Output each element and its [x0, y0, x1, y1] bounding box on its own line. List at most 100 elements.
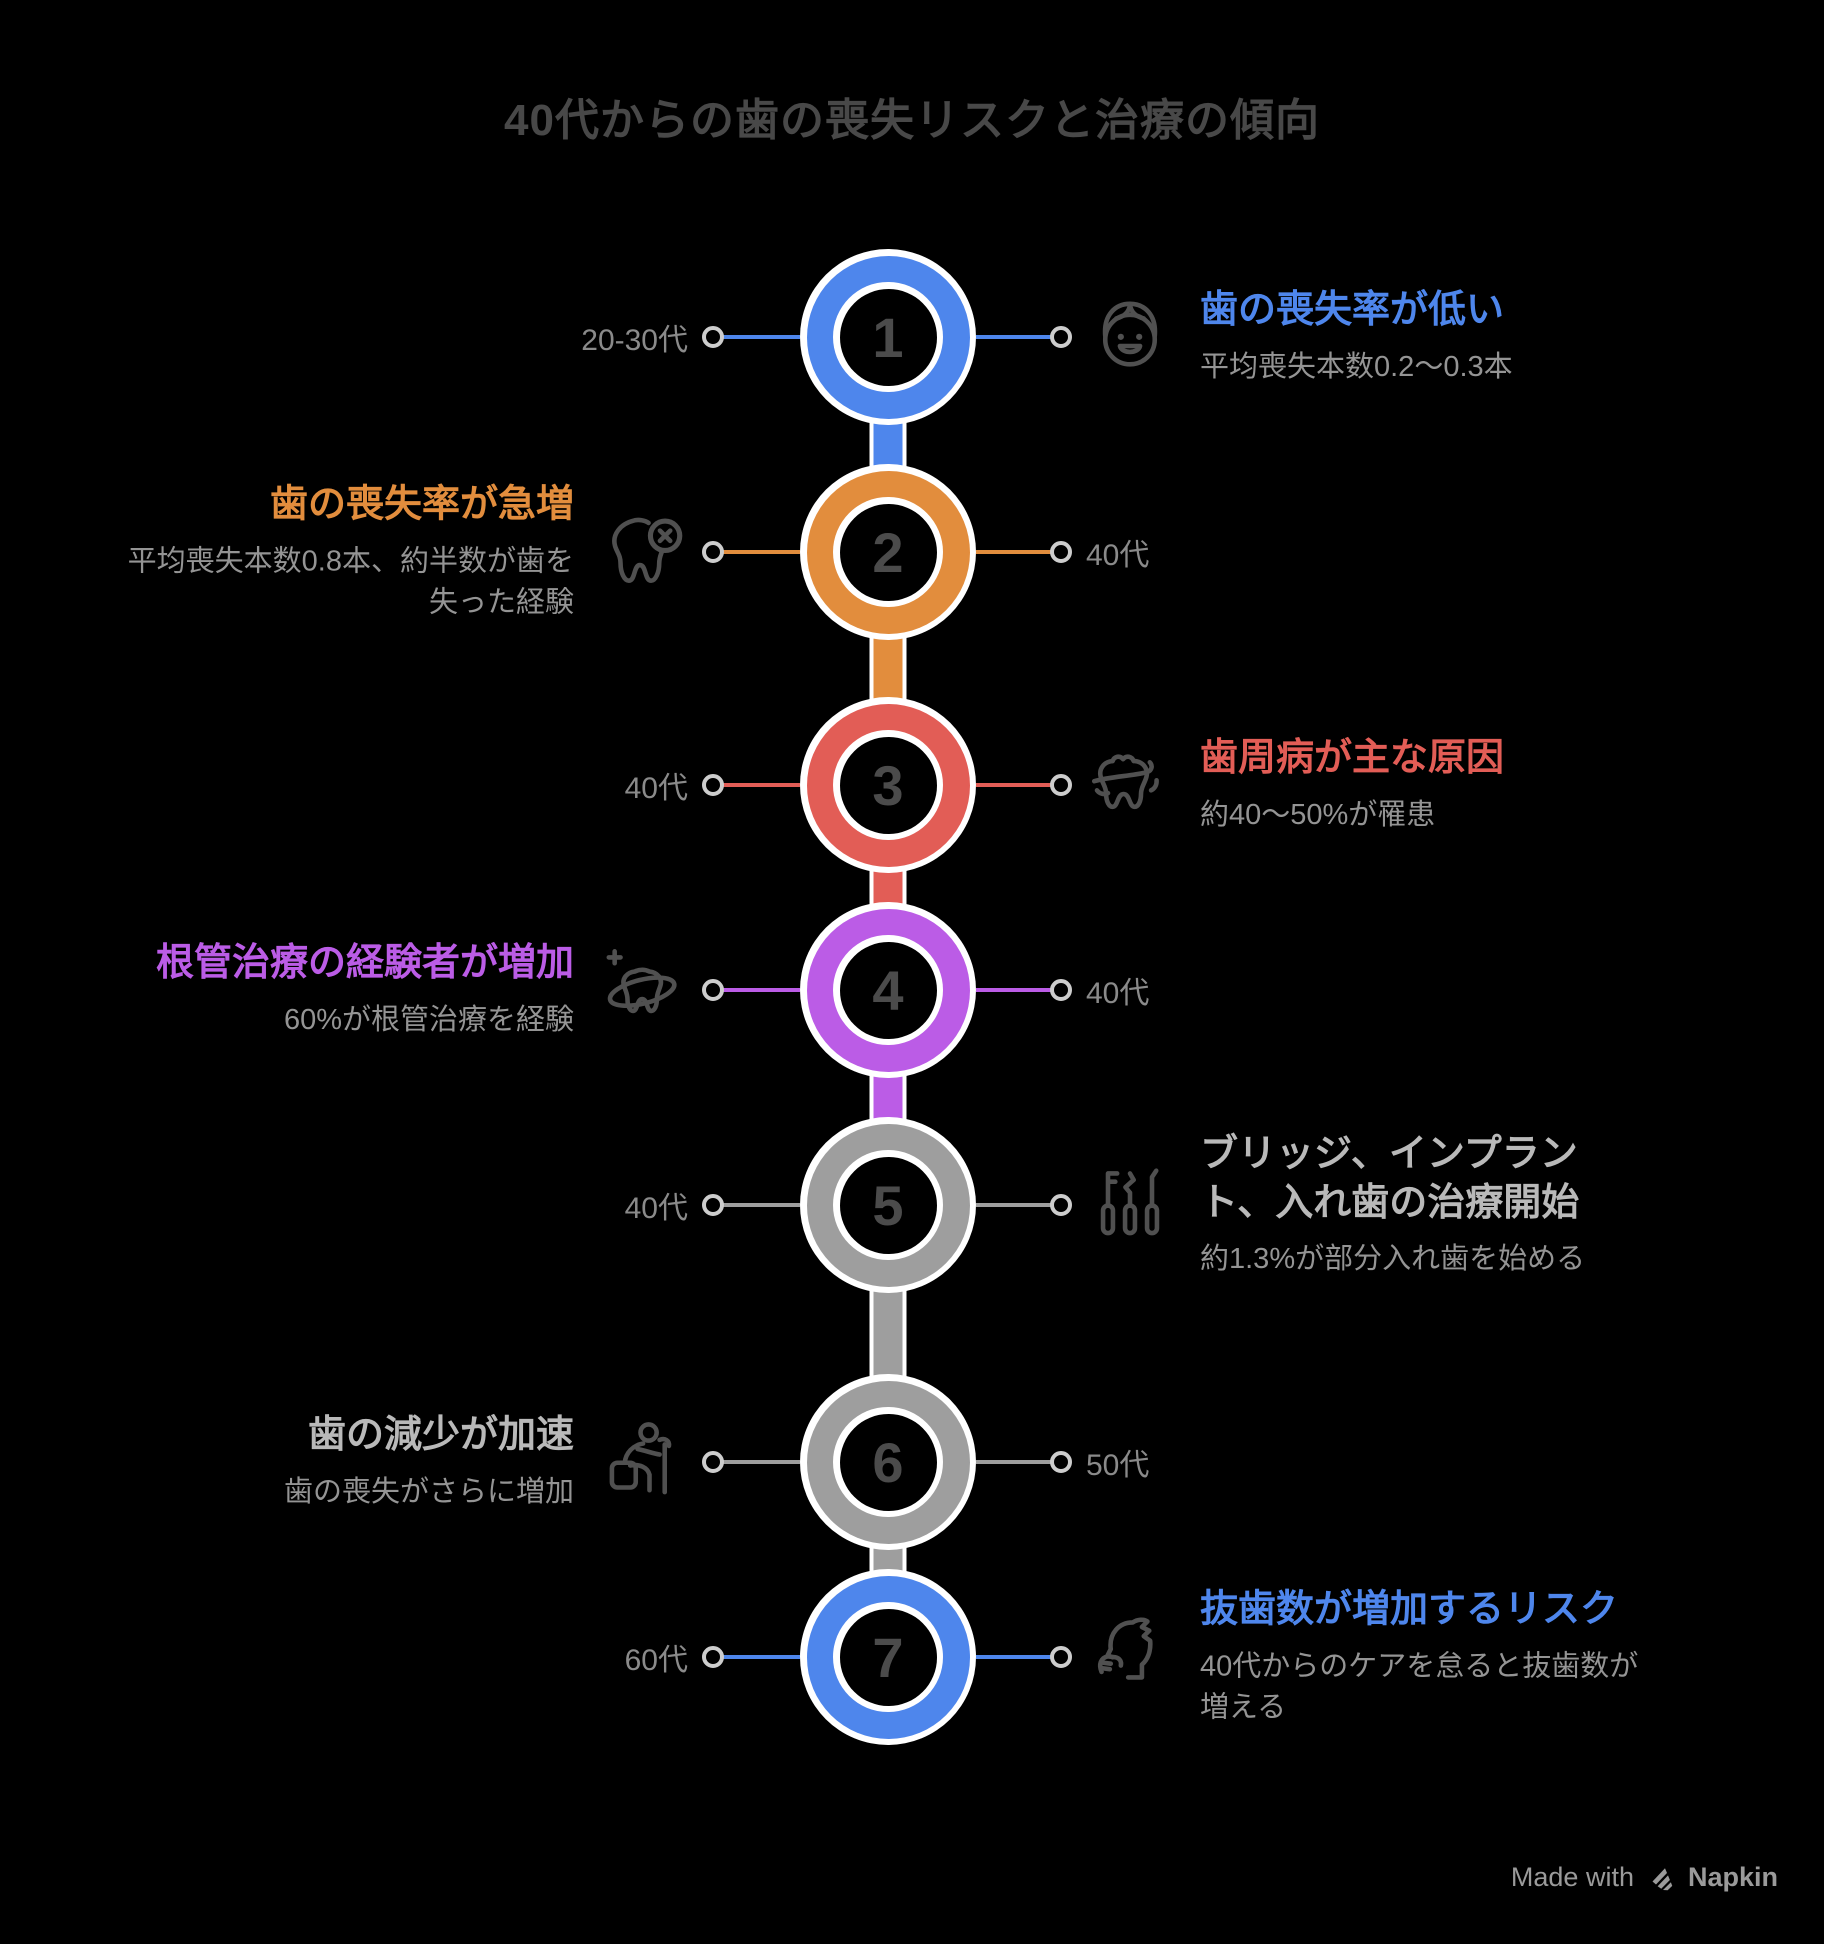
node-ring: 1	[806, 255, 970, 419]
node-inner: 3	[839, 736, 937, 834]
node-content: 歯周病が主な原因約40〜50%が罹患	[1086, 734, 1720, 836]
age-label: 40代	[1086, 539, 1150, 572]
node-inner: 1	[839, 288, 937, 386]
node-number: 6	[872, 1430, 904, 1494]
node-ring: 6	[806, 1380, 970, 1544]
age-label: 20-30代	[581, 324, 688, 357]
node-subtitle: 約40〜50%が罹患	[1200, 798, 1436, 831]
napkin-logo-icon	[1652, 1867, 1673, 1890]
node-title: 根管治療の経験者が増加	[155, 942, 574, 985]
age-label: 40代	[624, 772, 688, 805]
node-subtitle: 歯の喪失がさらに増加	[283, 1475, 574, 1508]
connector-endpoint	[702, 1646, 724, 1668]
age-label: 40代	[624, 1192, 688, 1225]
node-ring: 5	[806, 1123, 970, 1287]
node-title: 歯の減少が加速	[307, 1414, 574, 1457]
node-ring: 7	[806, 1575, 970, 1739]
node-content: 歯の喪失率が急増平均喪失本数0.8本、約半数が歯を失った経験	[106, 481, 688, 624]
node-texts: 歯の喪失率が急増平均喪失本数0.8本、約半数が歯を失った経験	[106, 481, 574, 624]
connector-line	[976, 988, 1060, 992]
timeline-node-3: 3	[800, 697, 976, 873]
timeline-node-2: 2	[800, 464, 976, 640]
node-subtitle: 約1.3%が部分入れ歯を始める	[1200, 1243, 1586, 1276]
node-inner: 2	[839, 503, 937, 601]
root-canal-tooth-icon	[600, 943, 688, 1036]
node-core: 6	[833, 1407, 943, 1517]
connector-line	[716, 1460, 800, 1464]
made-with-label: Made with	[1510, 1862, 1634, 1892]
node-ring: 4	[806, 908, 970, 1072]
node-texts: 歯周病が主な原因約40〜50%が罹患	[1200, 734, 1720, 836]
node-inner: 5	[839, 1156, 937, 1254]
connector-line	[716, 783, 800, 787]
timeline-node-1: 1	[800, 249, 976, 425]
node-title: 歯周病が主な原因	[1200, 737, 1505, 780]
connector-endpoint	[702, 774, 724, 796]
node-texts: 歯の喪失率が低い平均喪失本数0.2〜0.3本	[1200, 286, 1720, 388]
connector-endpoint	[702, 1451, 724, 1473]
timeline-node-6: 6	[800, 1374, 976, 1550]
node-subtitle: 60%が根管治療を経験	[283, 1003, 574, 1036]
connector-endpoint	[1050, 326, 1072, 348]
node-inner: 7	[839, 1608, 937, 1706]
node-core: 4	[833, 935, 943, 1045]
tooth-missing-icon	[600, 506, 688, 599]
age-label: 60代	[624, 1644, 688, 1677]
node-subtitle: 40代からのケアを怠ると抜歯数が増える	[1200, 1650, 1639, 1724]
connector-line	[716, 1655, 800, 1659]
connector-line	[976, 1203, 1060, 1207]
node-texts: 抜歯数が増加するリスク 40代からのケアを怠ると抜歯数が増える	[1200, 1586, 1655, 1729]
brand-label: Napkin	[1687, 1862, 1778, 1892]
node-subtitle: 平均喪失本数0.8本、約半数が歯を失った経験	[127, 545, 574, 619]
node-texts: ブリッジ、インプラント、入れ歯の治療開始約1.3%が部分入れ歯を始める	[1200, 1130, 1600, 1280]
node-subtitle: 平均喪失本数0.2〜0.3本	[1200, 350, 1513, 383]
connector-endpoint	[1050, 1194, 1072, 1216]
age-label: 50代	[1086, 1449, 1150, 1482]
node-content: ブリッジ、インプラント、入れ歯の治療開始約1.3%が部分入れ歯を始める	[1086, 1130, 1600, 1280]
timeline-node-7: 7	[800, 1569, 976, 1745]
node-content: 歯の喪失率が低い平均喪失本数0.2〜0.3本	[1086, 286, 1720, 388]
connector-endpoint	[1050, 1451, 1072, 1473]
node-title: 歯の喪失率が急増	[269, 483, 574, 526]
node-content: 歯の減少が加速歯の喪失がさらに増加	[144, 1411, 688, 1513]
node-core: 2	[833, 497, 943, 607]
node-content: 根管治療の経験者が増加 60%が根管治療を経験	[134, 939, 688, 1041]
node-number: 4	[872, 958, 904, 1022]
timeline-node-4: 4	[800, 902, 976, 1078]
connector-line	[976, 1655, 1060, 1659]
node-content: 抜歯数が増加するリスク 40代からのケアを怠ると抜歯数が増える	[1086, 1586, 1655, 1729]
node-inner: 4	[839, 941, 937, 1039]
node-number: 5	[872, 1173, 904, 1237]
connector-endpoint	[702, 979, 724, 1001]
connector-line	[716, 335, 800, 339]
node-core: 7	[833, 1602, 943, 1712]
node-number: 3	[872, 753, 904, 817]
connector-line	[716, 988, 800, 992]
connector-endpoint	[702, 1194, 724, 1216]
footer-credit: Made with Napkin	[1511, 1862, 1778, 1893]
connector-line	[976, 783, 1060, 787]
connector-line	[976, 335, 1060, 339]
connector-line	[716, 1203, 800, 1207]
node-number: 2	[872, 520, 904, 584]
node-title: 抜歯数が増加するリスク	[1200, 1588, 1619, 1631]
connector-endpoint	[702, 326, 724, 348]
worried-head-icon	[1086, 1611, 1174, 1704]
node-inner: 6	[839, 1413, 937, 1511]
node-texts: 歯の減少が加速歯の喪失がさらに増加	[144, 1411, 574, 1513]
connector-endpoint	[1050, 774, 1072, 796]
gum-disease-icon	[1086, 738, 1174, 831]
connector-endpoint	[1050, 541, 1072, 563]
page-title: 40代からの歯の喪失リスクと治療の傾向	[504, 96, 1320, 145]
connector-line	[976, 550, 1060, 554]
node-title: ブリッジ、インプラント、入れ歯の治療開始	[1200, 1132, 1580, 1224]
connector-line	[716, 550, 800, 554]
node-texts: 根管治療の経験者が増加 60%が根管治療を経験	[134, 939, 574, 1041]
dental-tools-icon	[1086, 1158, 1174, 1251]
node-ring: 3	[806, 703, 970, 867]
node-core: 5	[833, 1150, 943, 1260]
connector-endpoint	[1050, 1646, 1072, 1668]
elderly-person-icon	[600, 1415, 688, 1508]
node-core: 1	[833, 282, 943, 392]
